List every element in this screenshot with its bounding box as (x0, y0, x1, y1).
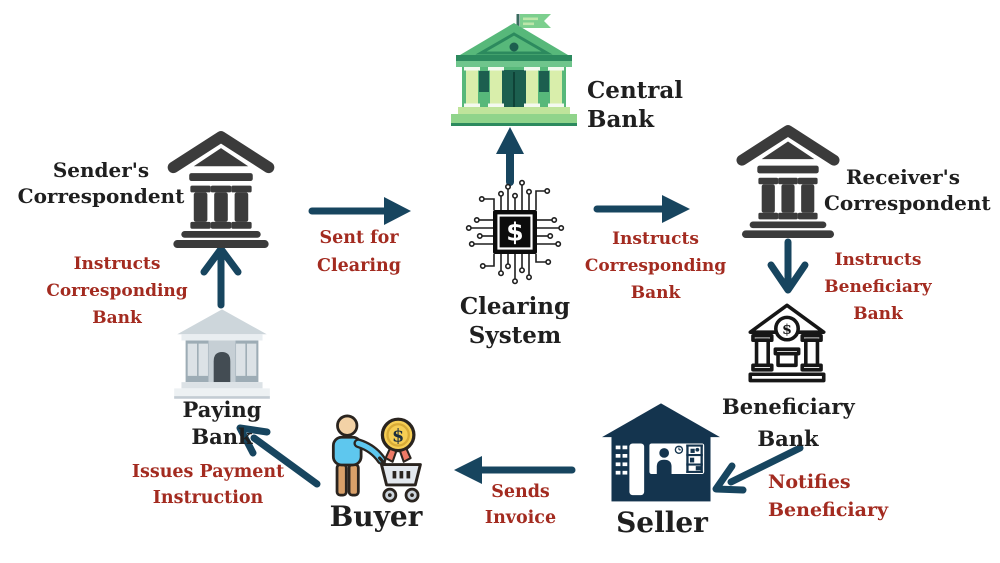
buyer-label: Buyer (329, 500, 423, 533)
seller-label: Seller (616, 506, 708, 539)
issues-payment-instruction-label: Issues Payment Instruction (131, 462, 285, 509)
paying-bank-label: Paying Bank (182, 397, 262, 449)
notifies-beneficiary-label: Notifies Beneficiary (768, 471, 889, 521)
instructs-beneficiary-bank-label: Instructs Beneficiary Bank (824, 250, 932, 325)
instructs-corresponding-bank-right-label: Instructs Corresponding Bank (584, 229, 727, 304)
buyer-shopper-icon: $ (331, 414, 422, 503)
paying-bank-icon (174, 309, 270, 399)
senders-correspondent-label: Sender's Correspondent (17, 158, 185, 208)
arrow-clearing-to-central-bank (496, 127, 524, 186)
central-bank-building-icon (451, 14, 577, 126)
arrow-clearing-to-receivers (593, 195, 690, 223)
beneficiary-bank-label: Beneficiary Bank (722, 394, 855, 451)
sent-for-clearing-label: Sent for Clearing (317, 228, 401, 276)
receivers-correspondent-label: Receiver's Correspondent (824, 165, 991, 215)
seller-shop-icon (602, 403, 720, 502)
beneficiary-bank-icon: $ (748, 303, 826, 383)
clearing-system-label: Clearing System (459, 293, 571, 350)
instructs-corresponding-bank-left-label: Instructs Corresponding Bank (46, 254, 188, 329)
central-bank-label: Central Bank (587, 77, 684, 134)
coin-dollar-glyph: $ (392, 425, 404, 446)
clearing-system-chip-icon: $ (465, 179, 565, 285)
sends-invoice-label: Sends Invoice (484, 482, 557, 529)
beneficiary-dollar-glyph: $ (782, 322, 792, 338)
arrow-sent-for-clearing (308, 197, 411, 225)
chip-dollar-glyph: $ (506, 218, 523, 247)
